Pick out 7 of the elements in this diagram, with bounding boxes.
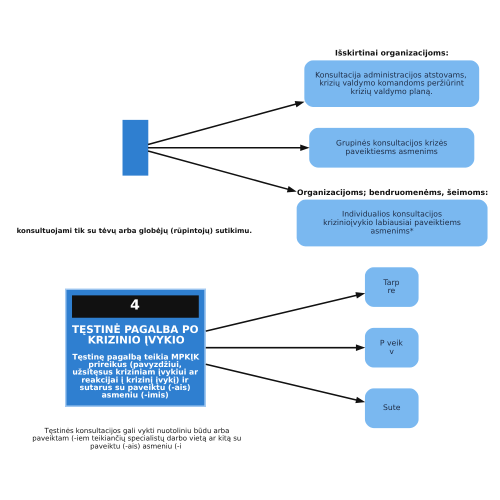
arrow xyxy=(206,362,366,403)
node-box xyxy=(122,119,148,176)
arrow xyxy=(148,100,305,145)
arrow xyxy=(148,144,310,151)
arrow xyxy=(206,344,366,350)
arrow xyxy=(206,292,366,332)
arrow xyxy=(148,150,297,192)
